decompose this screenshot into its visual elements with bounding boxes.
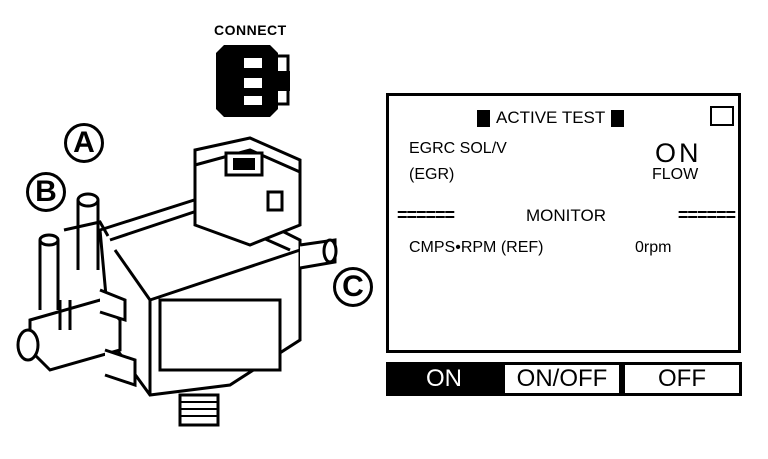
callout-b: B xyxy=(26,172,66,212)
solenoid-body xyxy=(16,136,338,427)
test-item-state-sub: FLOW xyxy=(652,166,699,183)
monitor-dashes-left: ====== xyxy=(397,205,455,225)
connector-icon xyxy=(216,45,290,117)
on-button[interactable]: ON xyxy=(386,362,502,396)
connector-label: CONNECT xyxy=(214,22,287,38)
test-item-state: ON xyxy=(655,138,702,168)
monitor-row-label: CMPS•RPM (REF) xyxy=(409,239,544,256)
off-button[interactable]: OFF xyxy=(622,362,742,396)
on-off-button[interactable]: ON/OFF xyxy=(502,362,622,396)
screen-title-text: ACTIVE TEST xyxy=(496,108,606,127)
test-item-label: EGRC SOL/V xyxy=(409,140,507,157)
test-item-sub: (EGR) xyxy=(409,166,455,183)
softkey-bar: ON ON/OFF OFF xyxy=(386,362,742,396)
monitor-label: MONITOR xyxy=(526,205,606,225)
monitor-row-value: 0rpm xyxy=(635,239,672,256)
title-square-right-icon xyxy=(611,109,625,127)
screen-title: ACTIVE TEST xyxy=(477,108,625,128)
callout-a: A xyxy=(64,123,104,163)
corner-box-icon xyxy=(710,106,734,126)
monitor-dashes-right: ====== xyxy=(677,205,736,225)
tester-screen: ACTIVE TEST EGRC SOL/V (EGR) ON FLOW ===… xyxy=(386,93,741,353)
callout-c: C xyxy=(333,267,373,307)
title-square-left-icon xyxy=(477,109,490,127)
monitor-divider: ====== MONITOR ====== xyxy=(397,205,736,226)
